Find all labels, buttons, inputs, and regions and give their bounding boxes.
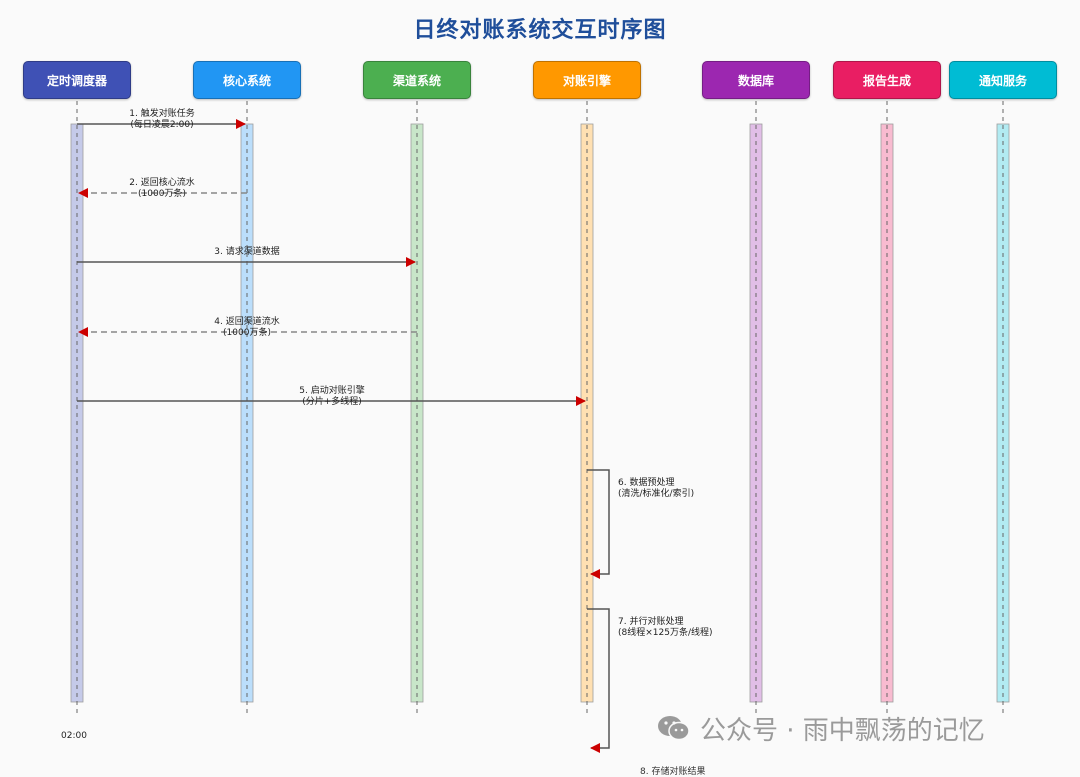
actor-label: 数据库 (737, 73, 774, 88)
actor-label: 对账引擎 (562, 73, 611, 88)
message-label: 3. 请求渠道数据 (214, 245, 279, 257)
actor-0: 定时调度器 (23, 61, 131, 99)
watermark: 公众号 · 雨中飘荡的记忆 (656, 710, 985, 746)
message-label: (分片+多线程) (302, 395, 362, 407)
message-3: 3. 请求渠道数据 (77, 245, 416, 267)
actor-2: 渠道系统 (363, 61, 471, 99)
message-label: (每日凌晨2:00) (130, 118, 193, 130)
message-4: 4. 返回渠道流水(1000万条) (78, 315, 417, 338)
message-label: 2. 返回核心流水 (129, 176, 194, 188)
time-label: 02:00 (61, 731, 87, 741)
watermark-text: 公众号 · 雨中飘荡的记忆 (700, 715, 985, 746)
message-label: 5. 启动对账引擎 (299, 384, 364, 396)
message-arrow (587, 608, 610, 753)
message-label: (1000万条) (223, 326, 271, 338)
message-6: 6. 数据预处理(清洗/标准化/索引) (587, 469, 694, 579)
message-label: 1. 触发对账任务 (129, 107, 194, 119)
message-arrow (587, 469, 610, 579)
message-label: (1000万条) (138, 187, 186, 199)
actor-5: 报告生成 (833, 61, 941, 99)
actor-6: 通知服务 (949, 61, 1057, 99)
actor-1: 核心系统 (193, 61, 301, 99)
page-title: 日终对账系统交互时序图 (413, 18, 667, 43)
message-2: 2. 返回核心流水(1000万条) (78, 176, 247, 199)
message-label: 4. 返回渠道流水 (214, 315, 279, 327)
message-label: (清洗/标准化/索引) (618, 487, 694, 499)
wechat-icon (658, 716, 690, 741)
actor-label: 渠道系统 (392, 73, 441, 88)
message-5: 5. 启动对账引擎(分片+多线程) (77, 384, 586, 407)
actor-label: 核心系统 (222, 73, 271, 88)
message-label: 6. 数据预处理 (618, 476, 674, 488)
message-7: 7. 并行对账处理(8线程×125万条/线程) (587, 608, 713, 753)
message-label: (8线程×125万条/线程) (618, 626, 713, 638)
actor-label: 定时调度器 (46, 73, 107, 88)
actor-4: 数据库 (702, 61, 810, 99)
message-1: 1. 触发对账任务(每日凌晨2:00) (77, 107, 246, 130)
actor-3: 对账引擎 (533, 61, 641, 99)
actor-label: 报告生成 (862, 73, 911, 88)
actor-label: 通知服务 (978, 73, 1027, 88)
message-label: 7. 并行对账处理 (618, 615, 683, 627)
